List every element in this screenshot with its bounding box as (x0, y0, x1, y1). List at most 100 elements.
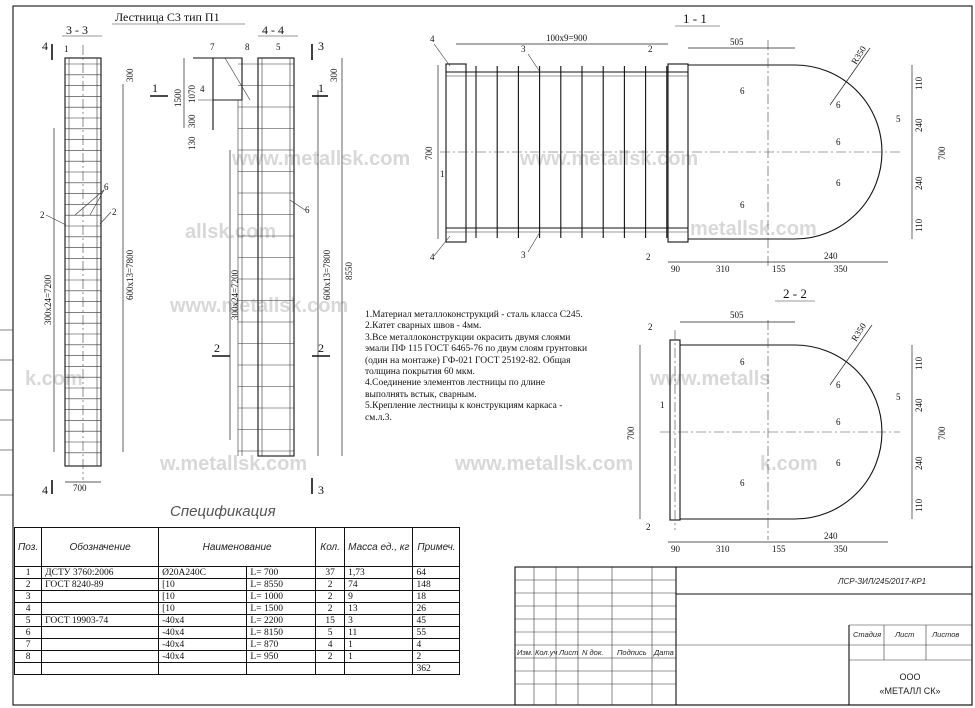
cell-doc (41, 650, 160, 663)
dim-label: R350 (849, 321, 868, 343)
stamp-sheets: Листов (932, 630, 960, 639)
col-name: Наименование (158, 527, 317, 567)
cell-mass: 74 (344, 578, 414, 591)
cell-mass: 9 (344, 590, 414, 603)
cell-qty: 2 (315, 602, 346, 615)
watermark-text: w.metallsk.com (159, 453, 307, 475)
cell-note: 64 (412, 566, 461, 579)
cell-len: L= 700 (246, 566, 317, 579)
callout-6: 6 (836, 380, 841, 390)
stamp-col: Лист (559, 648, 579, 657)
cell-mass: 3 (344, 614, 414, 627)
callout-3: 3 (521, 250, 526, 260)
cell-pos: 3 (13, 590, 43, 603)
callout-3: 3 (521, 44, 526, 54)
dim-label: 240 (824, 251, 838, 261)
dim-label: 600x13=7800 (322, 249, 332, 300)
cell-pos: 5 (13, 614, 43, 627)
dim-label: 110 (914, 356, 924, 370)
callout-6: 6 (740, 478, 745, 488)
section-3-3: 3 - 3 700 300x24=7200 600x13=7800 300 4 … (40, 23, 135, 497)
cell-qty: 5 (315, 626, 346, 639)
stamp-col: Дата (654, 648, 674, 657)
dim-label: 110 (914, 218, 924, 232)
section-title: 1 - 1 (683, 11, 707, 26)
note-line: 5.Крепление лестницы к конструкциям карк… (365, 401, 563, 412)
callout-4: 4 (430, 252, 435, 262)
dim-label: 130 (187, 136, 197, 150)
cell-len (246, 662, 317, 675)
watermark-text: www.metallsk.com (231, 148, 410, 170)
stamp-col: Изм. (517, 648, 533, 657)
dim-label: 310 (716, 544, 730, 554)
spec-header-row: Поз. Обозначение Наименование Кол. Масса… (13, 527, 461, 567)
col-pos: Поз. (13, 527, 43, 567)
cell-doc (41, 590, 160, 603)
dim-label: 700 (937, 146, 947, 160)
dim-label: 110 (914, 76, 924, 90)
section-4-4: 4 - 4 1500 1070 300 130 300x24=7200 600x… (150, 23, 354, 497)
section-mark: 2 (214, 341, 220, 355)
cell-qty: 2 (315, 650, 346, 663)
dim-label: 240 (824, 531, 838, 541)
watermark-text: allsk.com (185, 221, 276, 243)
sheet-frame (12, 5, 973, 706)
section-mark: 4 (42, 483, 48, 497)
watermark-text: www.metallsk.com (519, 148, 698, 170)
watermark-text: www.metallsk.com (454, 453, 633, 475)
dim-label: 90 (671, 544, 681, 554)
col-mass: Масса ед., кг (344, 527, 414, 567)
dim-label: 1070 (187, 85, 197, 104)
callout-2: 2 (646, 252, 651, 262)
specification-table: Поз. Обозначение Наименование Кол. Масса… (13, 527, 461, 675)
cell-mass: 1 (344, 650, 414, 663)
dim-label: 1500 (173, 89, 183, 108)
dim-label: 700 (73, 483, 87, 493)
cell-len: L= 950 (246, 650, 317, 663)
stamp-col: Кол.уч (535, 648, 558, 657)
dim-label: 350 (834, 544, 848, 554)
callout-5: 5 (896, 114, 901, 124)
note-line: 4.Соединение элементов лестницы по длине (365, 378, 545, 389)
dim-label: 700 (937, 426, 947, 440)
cell-note: 45 (412, 614, 461, 627)
callout-7: 7 (210, 42, 215, 52)
cell-doc: ДСТУ 3760:2006 (41, 566, 160, 579)
cell-doc (41, 662, 160, 675)
cell-pos: 1 (13, 566, 43, 579)
note-line: 2.Катет сварных швов - 4мм. (365, 321, 482, 332)
title-block (514, 566, 973, 706)
callout-2: 2 (112, 207, 117, 217)
col-doc: Обозначение (41, 527, 160, 567)
dim-label: 240 (914, 456, 924, 470)
dim-label: 505 (730, 310, 744, 320)
rungs-3-3 (65, 63, 101, 454)
callout-2: 2 (646, 522, 651, 532)
dim-label: 155 (772, 544, 786, 554)
callout-2: 2 (648, 44, 653, 54)
section-1-1: 1 - 1 100x9=900 505 R350 700 700 110 240… (424, 11, 947, 274)
col-note: Примеч. (412, 527, 461, 567)
callout-6: 6 (836, 458, 841, 468)
watermark-text: www.metalls (649, 368, 770, 390)
cell-mass: 1,73 (344, 566, 414, 579)
dim-label: 300x24=7200 (43, 274, 53, 325)
drawing-title: Лестница С3 тип П1 (115, 10, 220, 24)
callout-6: 6 (740, 200, 745, 210)
section-title: 4 - 4 (262, 23, 284, 37)
cell-note: 26 (412, 602, 461, 615)
callout-6: 6 (740, 86, 745, 96)
cell-mass: 13 (344, 602, 414, 615)
stamp-col: N док. (582, 648, 604, 657)
hoops-4-4 (238, 63, 294, 452)
section-mark: 2 (318, 341, 324, 355)
cell-name: -40x4 (158, 638, 248, 651)
cell-pos: 8 (13, 650, 43, 663)
note-line: (один на монтаже) ГФ-021 ГОСТ 25192-82. … (365, 355, 571, 366)
cell-name: [10 (158, 590, 248, 603)
